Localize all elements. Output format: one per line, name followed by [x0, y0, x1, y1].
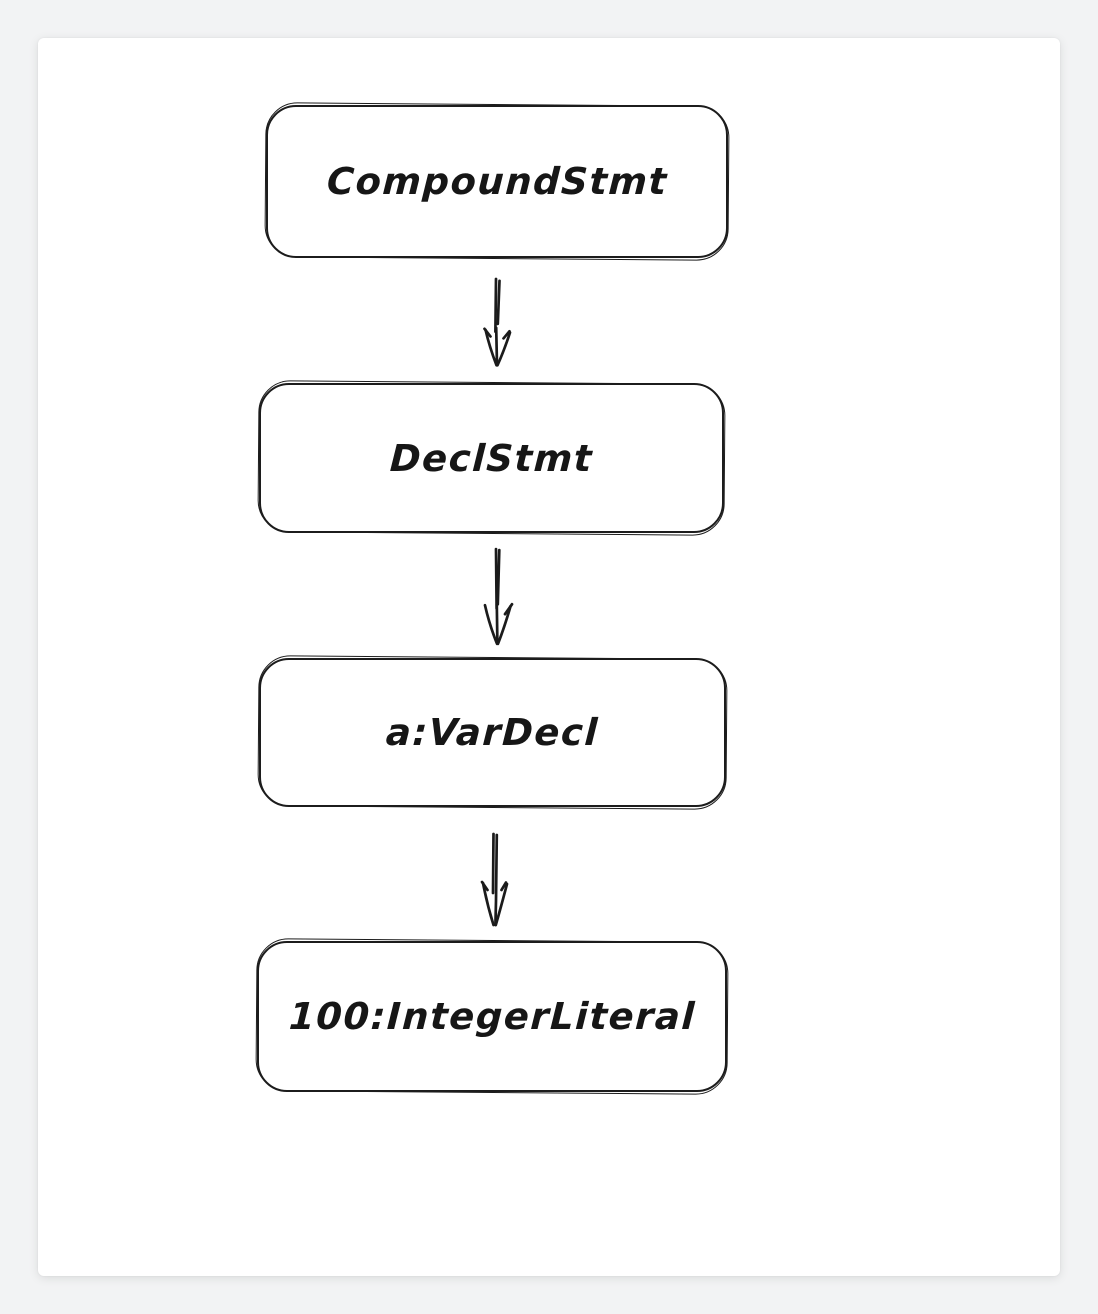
- node-integer-literal: 100:IntegerLiteral: [257, 941, 727, 1092]
- arrow-down-icon: [476, 546, 520, 650]
- diagram-canvas: CompoundStmt DeclStmt a:VarDecl: [38, 38, 1060, 1276]
- node-label: CompoundStmt: [325, 160, 669, 203]
- arrow-down-icon: [476, 276, 520, 372]
- node-var-decl: a:VarDecl: [259, 658, 726, 807]
- node-compound-stmt: CompoundStmt: [266, 105, 728, 258]
- node-decl-stmt: DeclStmt: [259, 383, 724, 533]
- arrow-down-icon: [474, 831, 518, 931]
- node-label: a:VarDecl: [385, 711, 600, 754]
- node-label: DeclStmt: [388, 436, 595, 480]
- node-label: 100:IntegerLiteral: [287, 995, 697, 1038]
